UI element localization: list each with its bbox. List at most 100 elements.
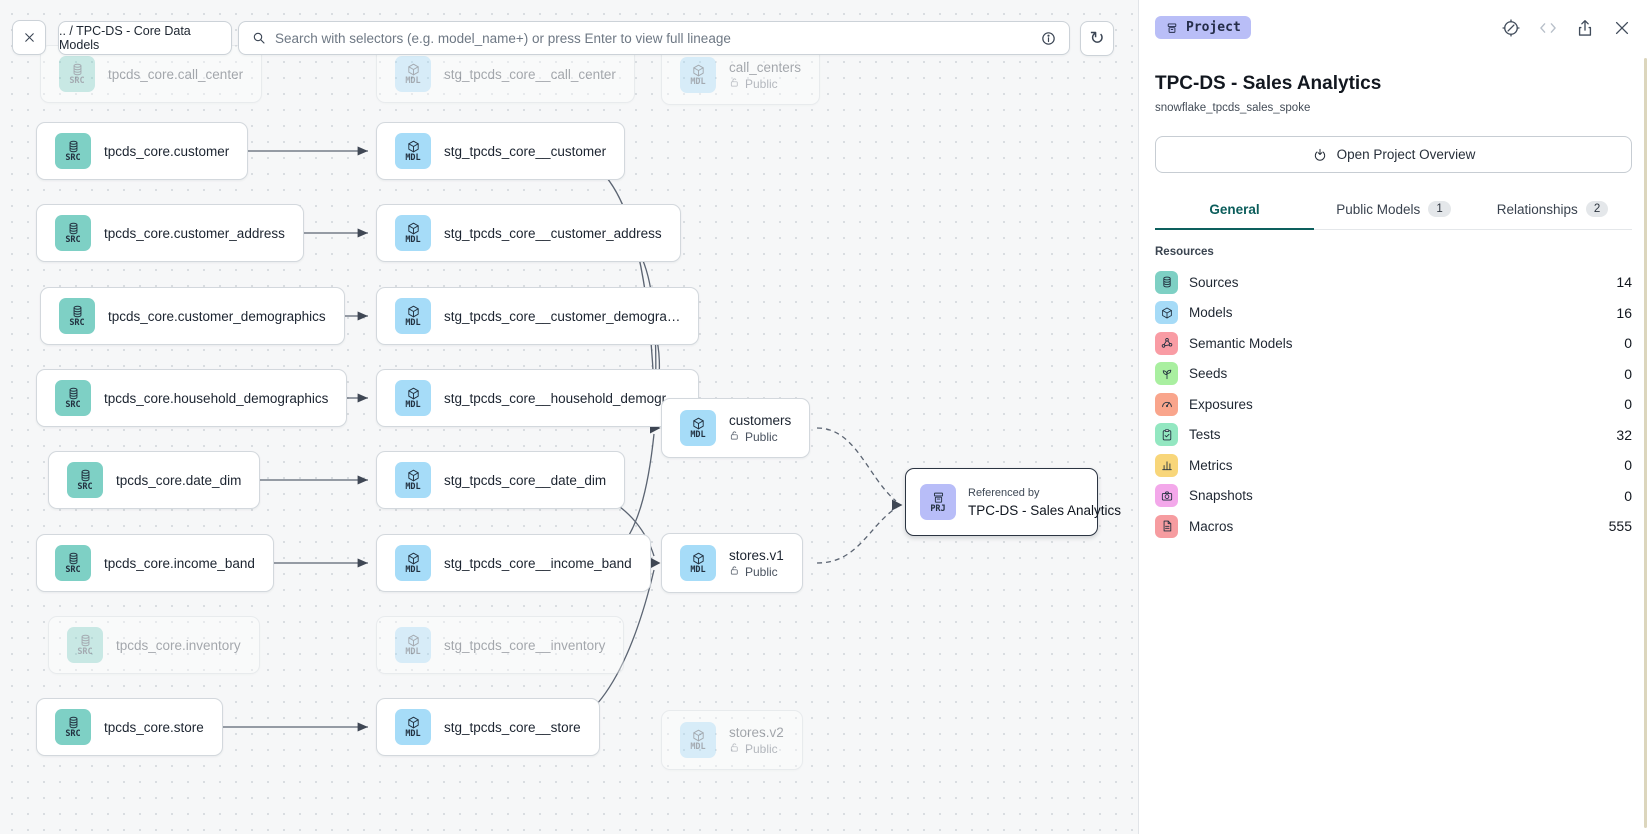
referenced-by-label: Referenced by (968, 486, 1040, 499)
cube-icon: MDL (395, 56, 431, 92)
resource-count: 16 (1616, 304, 1632, 321)
model-node[interactable]: MDL stg_tpcds_core__store (376, 698, 600, 756)
close-panel-icon[interactable] (1611, 17, 1632, 38)
breadcrumb[interactable]: .. / TPC-DS - Core Data Models (58, 21, 232, 55)
cube-icon: MDL (395, 709, 431, 745)
resource-label: Metrics (1189, 457, 1233, 473)
close-lineage-button[interactable] (12, 20, 46, 55)
cube-icon: MDL (395, 627, 431, 663)
node-label: tpcds_core.household_demographics (104, 390, 329, 406)
node-label: call_centers (729, 59, 802, 75)
database-icon: SRC (67, 462, 103, 498)
source-node[interactable]: SRC tpcds_core.household_demographics (36, 369, 348, 427)
node-label: tpcds_core.inventory (116, 637, 241, 653)
database-icon: SRC (67, 627, 103, 663)
overview-icon (1314, 148, 1325, 161)
code-icon[interactable] (1537, 17, 1558, 38)
open-project-overview-button[interactable]: Open Project Overview (1155, 136, 1632, 173)
node-label: stg_tpcds_core__income_band (444, 555, 632, 571)
resource-count: 0 (1624, 487, 1632, 504)
cube-icon: MDL (680, 410, 716, 446)
source-node[interactable]: SRC tpcds_core.date_dim (48, 451, 261, 509)
resource-count: 0 (1624, 335, 1632, 352)
project-reference-node[interactable]: PRJ Referenced by TPC-DS - Sales Analyti… (905, 468, 1121, 536)
lock-open-icon (729, 430, 740, 444)
public-label: Public (745, 429, 778, 444)
explore-lineage-icon[interactable] (1500, 17, 1521, 38)
overview-button-label: Open Project Overview (1336, 147, 1476, 162)
info-icon[interactable] (1040, 30, 1057, 47)
resources-heading: Resources (1155, 246, 1214, 258)
node-label: stores.v1 (729, 547, 784, 563)
node-label: stg_tpcds_core__household_demogr… (444, 390, 680, 406)
graph-icon (1155, 331, 1178, 355)
cube-icon: MDL (680, 57, 716, 93)
gauge-icon (1155, 392, 1178, 416)
refresh-icon: ↻ (1089, 28, 1105, 48)
refresh-lineage-button[interactable]: ↻ (1080, 21, 1114, 56)
resource-label: Macros (1189, 518, 1234, 534)
source-node[interactable]: SRC tpcds_core.inventory (48, 616, 260, 674)
database-icon (1155, 270, 1178, 294)
node-label: tpcds_core.call_center (108, 66, 244, 82)
database-icon: SRC (55, 380, 91, 416)
tab-label: General (1209, 201, 1260, 217)
model-node[interactable]: MDL stg_tpcds_core__customer_demogra… (376, 287, 700, 345)
cube-icon: MDL (680, 545, 716, 581)
public-access-badge: Public (729, 565, 784, 579)
node-label: stg_tpcds_core__store (444, 719, 581, 735)
cube-icon (1155, 301, 1178, 325)
cube-icon: MDL (395, 133, 431, 169)
resource-label: Tests (1189, 427, 1221, 443)
node-label: tpcds_core.date_dim (116, 472, 242, 488)
share-icon[interactable] (1574, 17, 1595, 38)
lineage-search-bar[interactable] (238, 21, 1070, 55)
search-input[interactable] (275, 30, 1032, 46)
node-label: tpcds_core.customer_address (104, 225, 285, 241)
page-title: TPC-DS - Sales Analytics (1155, 73, 1382, 94)
resource-label: Seeds (1189, 366, 1228, 382)
public-label: Public (745, 564, 778, 579)
node-label: tpcds_core.income_band (104, 555, 255, 571)
search-icon (253, 32, 265, 44)
node-label: stg_tpcds_core__customer_demogra… (444, 308, 681, 324)
bar-chart-icon (1155, 453, 1178, 477)
seedling-icon (1155, 362, 1178, 386)
node-label: stg_tpcds_core__date_dim (444, 472, 607, 488)
panel-scrollbar[interactable] (1644, 58, 1647, 828)
public-access-badge: Public (729, 430, 791, 444)
node-label: tpcds_core.customer_demographics (108, 308, 326, 324)
cube-icon: MDL (395, 298, 431, 334)
public-label: Public (745, 76, 778, 91)
node-label: stores.v2 (729, 724, 784, 740)
close-icon (24, 33, 34, 42)
tab-general[interactable]: General (1155, 191, 1314, 230)
